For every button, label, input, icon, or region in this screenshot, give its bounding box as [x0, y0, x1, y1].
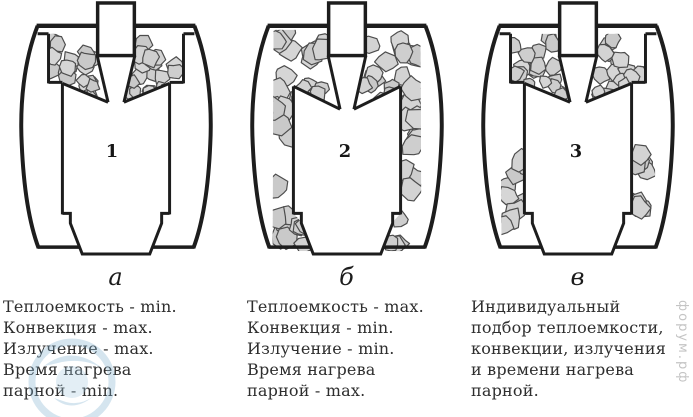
caption-line: Излучение - min. [247, 339, 395, 358]
caption-block-1: Теплоемкость - min. Конвекция - max. Изл… [0, 296, 231, 401]
chimney-pipe [557, 1, 598, 58]
captions-row: Теплоемкость - min. Конвекция - max. Изл… [0, 296, 693, 401]
caption-line: парной. [471, 381, 539, 400]
caption-block-2: Теплоемкость - max. Конвекция - min. Изл… [231, 296, 462, 401]
caption-block-3: Индивидуальный подбор теплоемкости, конв… [462, 296, 693, 401]
letter-label-v: в [570, 263, 585, 291]
stove-crosssection-2-icon: 2 [249, 1, 444, 256]
stove-crosssection-3-icon: 3 [480, 1, 675, 256]
chimney-pipe [326, 1, 367, 58]
stove-figure-1: 1 а [0, 0, 231, 290]
stove-figure-3: 3 в [462, 0, 693, 290]
caption-line: Теплоемкость - max. [247, 297, 424, 316]
stove-crosssection-1-icon: 1 [18, 1, 213, 256]
stove-number-label: 2 [338, 141, 350, 162]
caption-line: Время нагрева [247, 360, 376, 379]
chimney-pipe [95, 1, 136, 58]
stove-structure [18, 23, 213, 256]
caption-line: Теплоемкость - min. [3, 297, 177, 316]
caption-line: подбор теплоемкости, [471, 318, 664, 337]
caption-line: парной - max. [247, 381, 366, 400]
caption-line: Время нагрева [3, 360, 132, 379]
caption-line: Конвекция - min. [247, 318, 394, 337]
stove-structure [480, 23, 675, 256]
figures-row: 1 а 2 [0, 0, 693, 290]
caption-line: Конвекция - max. [3, 318, 153, 337]
stones-group [272, 29, 421, 252]
stove-number-label: 3 [569, 141, 581, 162]
letter-label-b: б [339, 263, 354, 291]
caption-line: конвекции, излучения [471, 339, 666, 358]
caption-line: парной - min. [3, 381, 119, 400]
caption-line: Излучение - max. [3, 339, 154, 358]
stove-figure-2: 2 б [231, 0, 462, 290]
caption-line: Индивидуальный [471, 297, 621, 316]
caption-line: и времени нагрева [471, 360, 635, 379]
letter-label-a: а [108, 263, 123, 291]
stove-number-label: 1 [105, 141, 117, 162]
